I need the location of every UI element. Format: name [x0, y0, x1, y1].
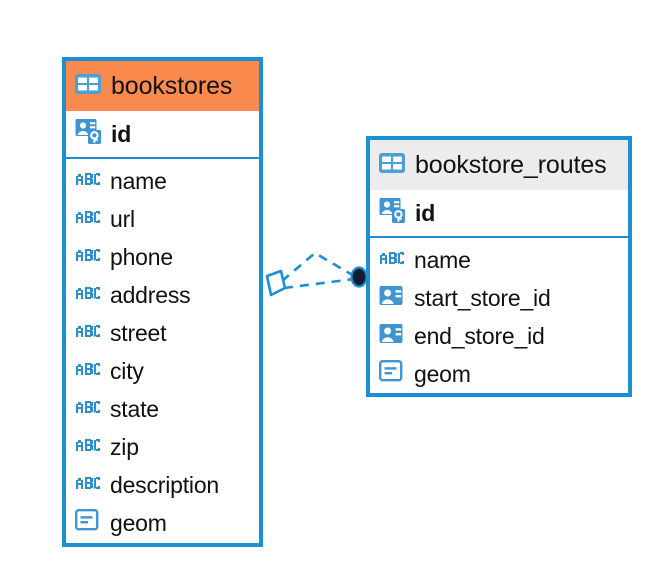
text-abc-icon: [75, 362, 101, 381]
entity-title-label: bookstore_routes: [415, 150, 607, 179]
attribute-row-url[interactable]: url: [66, 200, 259, 238]
relationship-line-lower: [283, 277, 355, 290]
attribute-label: city: [110, 357, 144, 384]
attribute-label: url: [110, 205, 135, 232]
attribute-list-bookstore-routes: name start_store_id: [370, 238, 628, 396]
entity-title-label: bookstores: [111, 71, 233, 100]
primary-key-icon: [379, 197, 406, 229]
attribute-row-id[interactable]: id: [370, 190, 628, 236]
attribute-label: id: [415, 199, 436, 226]
geometry-icon: [379, 360, 405, 388]
entity-table-bookstore-routes[interactable]: bookstore_routes: [366, 136, 632, 397]
entity-table-bookstores[interactable]: bookstores: [62, 57, 263, 547]
table-icon: [378, 152, 406, 179]
attribute-row-geom[interactable]: geom: [66, 504, 259, 542]
attribute-list-bookstores: name url: [66, 159, 259, 545]
attribute-label: geom: [414, 360, 471, 387]
attribute-row-street[interactable]: street: [66, 314, 259, 352]
attribute-row-address[interactable]: address: [66, 276, 259, 314]
attribute-row-zip[interactable]: zip: [66, 428, 259, 466]
attribute-label: zip: [110, 433, 139, 460]
attribute-row-description[interactable]: description: [66, 466, 259, 504]
attribute-row-name[interactable]: name: [370, 241, 628, 279]
attribute-row-end-store-id[interactable]: end_store_id: [370, 317, 628, 355]
text-abc-icon: [75, 324, 101, 343]
attribute-label: description: [110, 471, 220, 498]
diamond-outline-marker: [265, 269, 287, 297]
attribute-label: state: [110, 395, 159, 422]
attribute-row-phone[interactable]: phone: [66, 238, 259, 276]
primary-key-section-bookstore-routes: id: [370, 190, 628, 238]
attribute-row-name[interactable]: name: [66, 162, 259, 200]
attribute-label: id: [111, 120, 132, 147]
table-icon: [74, 73, 102, 100]
geometry-icon: [75, 509, 101, 537]
filled-dot-marker: [350, 266, 368, 288]
attribute-label: start_store_id: [414, 284, 551, 311]
text-abc-icon: [75, 248, 101, 267]
foreign-key-icon: [379, 285, 405, 312]
text-abc-icon: [75, 438, 101, 457]
attribute-row-start-store-id[interactable]: start_store_id: [370, 279, 628, 317]
attribute-row-geom[interactable]: geom: [370, 355, 628, 393]
attribute-label: name: [414, 246, 471, 273]
entity-header-bookstores[interactable]: bookstores: [66, 61, 259, 111]
attribute-label: geom: [110, 509, 167, 536]
attribute-label: address: [110, 281, 191, 308]
attribute-row-id[interactable]: id: [66, 111, 259, 157]
attribute-label: end_store_id: [414, 322, 545, 349]
attribute-row-city[interactable]: city: [66, 352, 259, 390]
entity-header-bookstore-routes[interactable]: bookstore_routes: [370, 140, 628, 190]
text-abc-icon: [75, 286, 101, 305]
text-abc-icon: [75, 210, 101, 229]
text-abc-icon: [75, 172, 101, 191]
primary-key-section-bookstores: id: [66, 111, 259, 159]
attribute-label: phone: [110, 243, 173, 270]
text-abc-icon: [379, 251, 405, 270]
primary-key-icon: [75, 118, 102, 150]
text-abc-icon: [75, 400, 101, 419]
attribute-label: name: [110, 167, 167, 194]
relationship-line-upper: [281, 251, 355, 282]
attribute-row-state[interactable]: state: [66, 390, 259, 428]
text-abc-icon: [75, 476, 101, 495]
attribute-label: street: [110, 319, 167, 346]
foreign-key-icon: [379, 323, 405, 350]
